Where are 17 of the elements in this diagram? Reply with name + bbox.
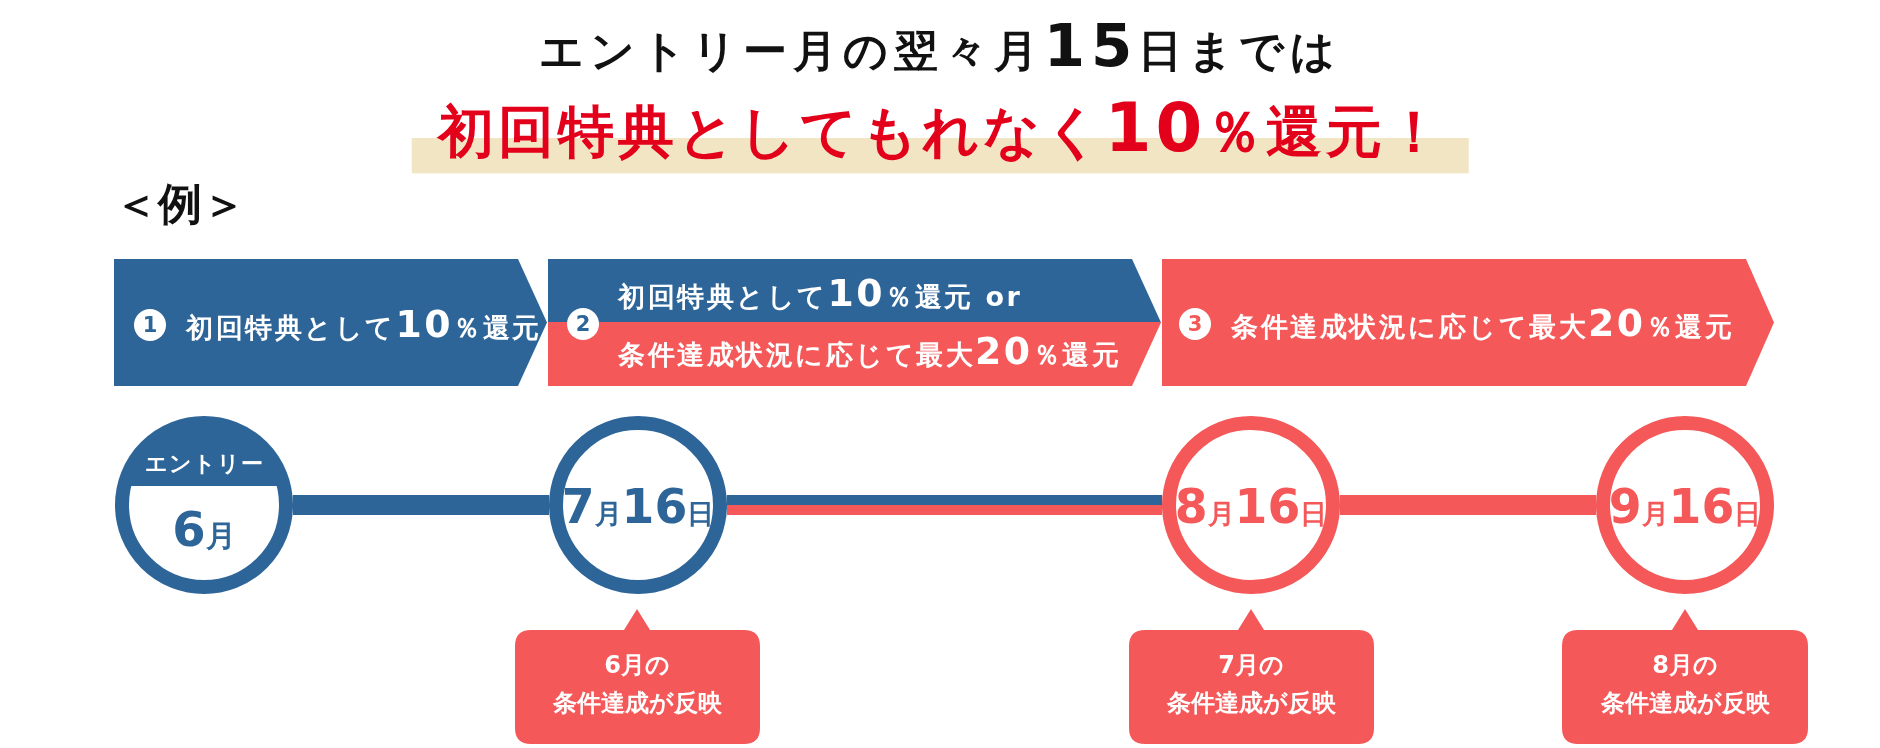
step-banner: [114, 259, 547, 386]
callout-text: 7月の条件達成が反映: [1165, 650, 1337, 719]
entry-label: エントリー: [144, 451, 264, 477]
callout-text: 8月の条件達成が反映: [1599, 650, 1771, 719]
step-text: 条件達成状況に応じて最大20％還元: [1231, 302, 1735, 346]
callout-text: 6月の条件達成が反映: [551, 650, 723, 719]
timeline-connector: [293, 495, 549, 515]
speech-bubble: [515, 609, 760, 744]
example-heading: ＜例＞: [114, 178, 246, 230]
month-label: 6月: [172, 502, 236, 558]
step-banner: [1162, 259, 1774, 386]
step-text: 条件達成状況に応じて最大20％還元: [618, 330, 1122, 374]
speech-bubble: [1129, 609, 1374, 744]
speech-bubble: [1562, 609, 1808, 744]
timeline-connector: [1340, 495, 1596, 515]
step-banner: [548, 259, 1161, 386]
timeline-connector: [727, 495, 1162, 515]
